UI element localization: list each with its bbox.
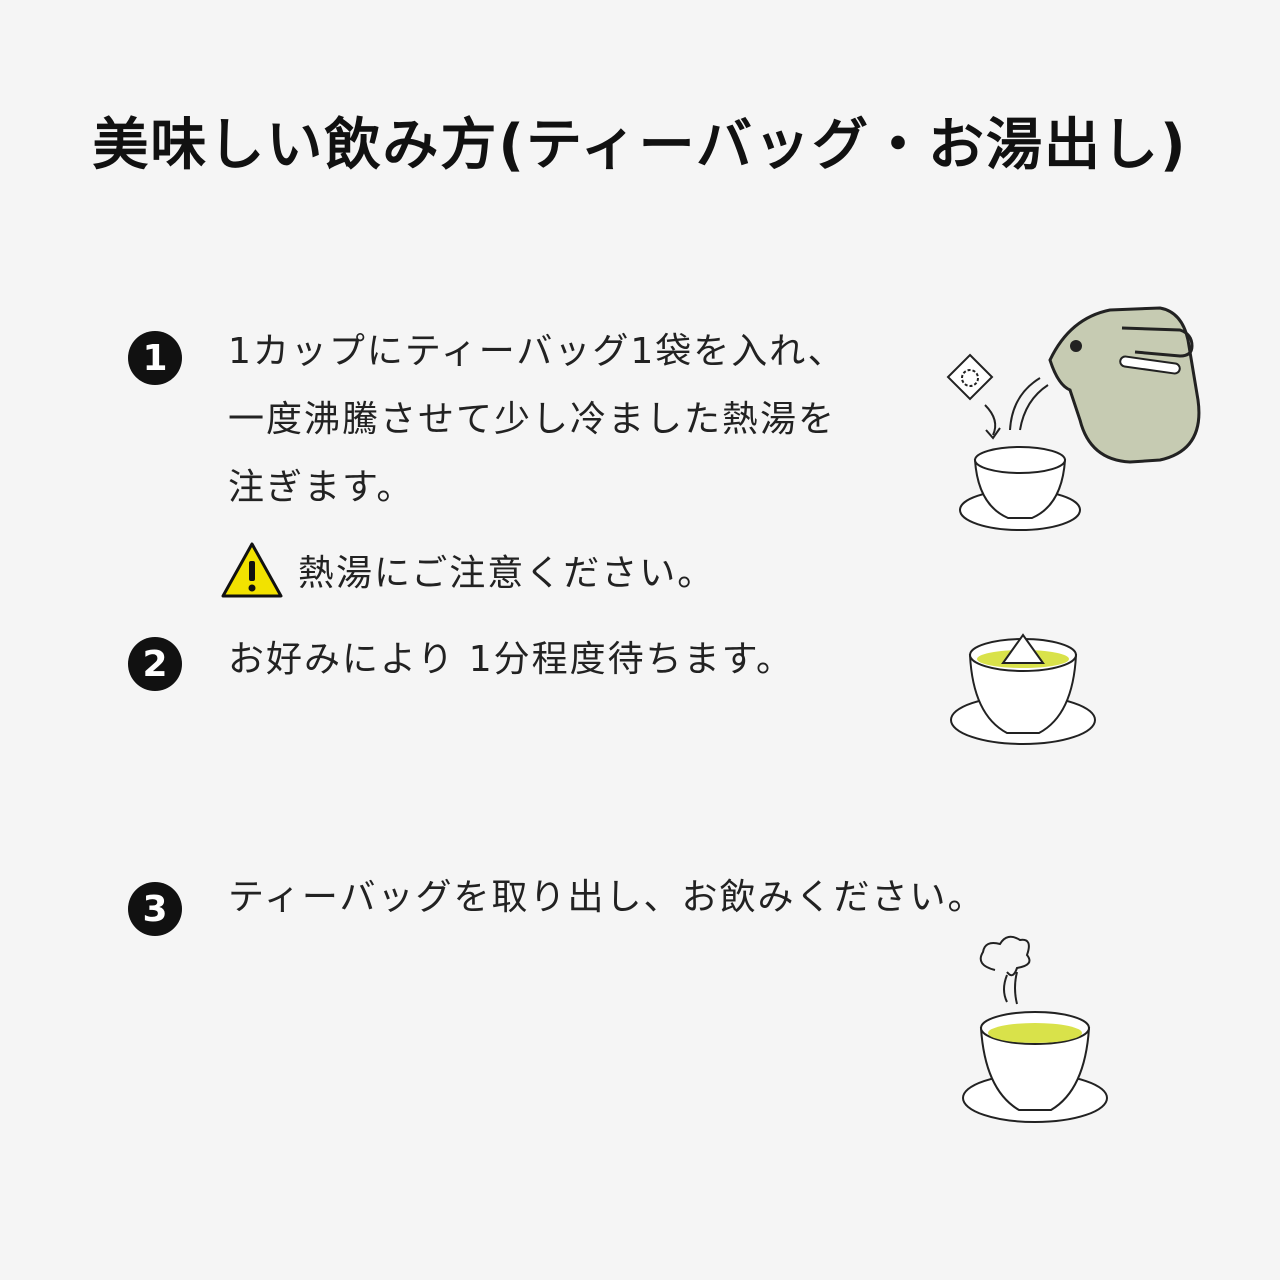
step-2-line-1: お好みにより 1分程度待ちます。	[228, 639, 795, 680]
hot-water-warning: 熱湯にご注意ください。	[220, 540, 715, 600]
step-3-text: ティーバッグを取り出し、お飲みください。	[228, 864, 985, 932]
step-3-line-1: ティーバッグを取り出し、お飲みください。	[228, 877, 986, 918]
steam-icon	[979, 935, 1031, 1005]
step-2-text: お好みにより 1分程度待ちます。	[228, 626, 794, 694]
step-1-line-1: 1カップにティーバッグ1袋を入れ、	[228, 331, 846, 372]
step-2-badge: 2	[128, 637, 182, 691]
teabag-icon	[1001, 633, 1045, 664]
steeping-teabag-illustration	[950, 633, 1096, 745]
step-1-line-3: 注ぎます。	[228, 467, 415, 508]
step-3-badge: 3	[128, 882, 182, 936]
warning-triangle-icon	[221, 542, 283, 598]
step-1-text: 1カップにティーバッグ1袋を入れ、 一度沸騰させて少し冷ました熱湯を 注ぎます。	[228, 318, 846, 522]
steaming-tea-illustration	[962, 935, 1108, 1123]
page-title: 美味しい飲み方(ティーバッグ・お湯出し)	[92, 113, 1188, 178]
step-1-line-2: 一度沸騰させて少し冷ました熱湯を	[228, 399, 837, 440]
warning-text: 熱湯にご注意ください。	[298, 553, 716, 594]
pour-hot-water-illustration	[946, 306, 1201, 531]
teacup-icon	[959, 446, 1081, 531]
step-1-badge: 1	[128, 331, 182, 385]
teabag-icon	[946, 353, 994, 401]
kettle-icon	[1048, 306, 1201, 464]
